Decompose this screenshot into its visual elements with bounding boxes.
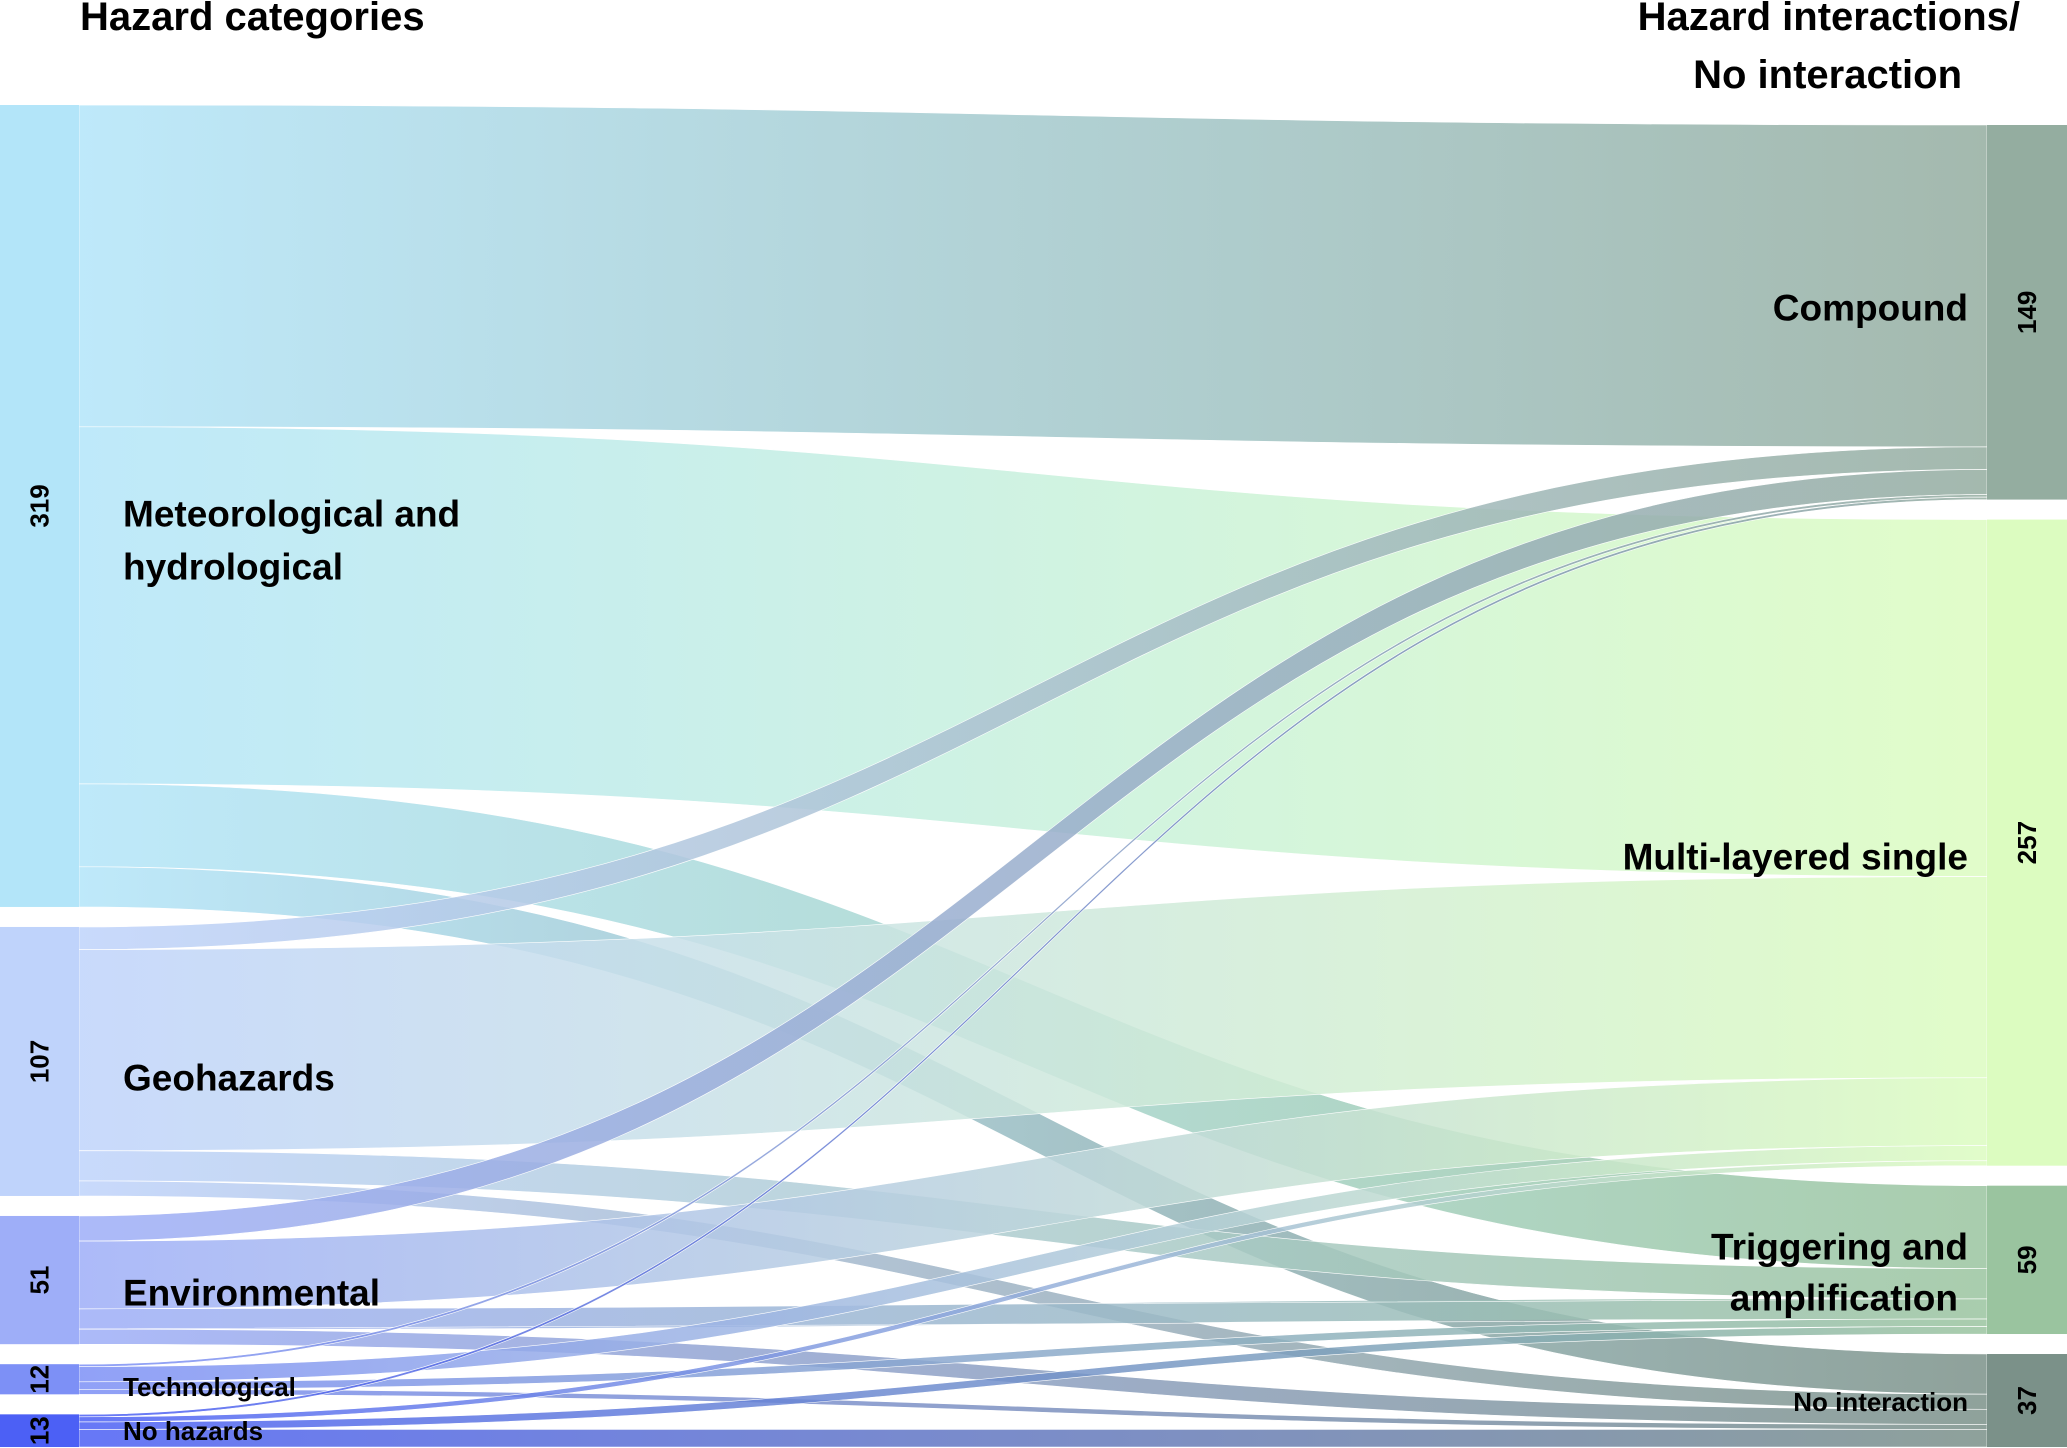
node-value-none: 13 bbox=[25, 1416, 55, 1445]
source-label-none: No hazards bbox=[123, 1416, 263, 1446]
target-label-trig: amplification bbox=[1730, 1278, 1958, 1319]
source-label-tech: Technological bbox=[123, 1372, 296, 1402]
node-value-comp: 149 bbox=[2012, 291, 2042, 334]
source-label-met: Meteorological and bbox=[123, 494, 460, 535]
node-tech bbox=[0, 1364, 79, 1395]
node-value-env: 51 bbox=[25, 1266, 55, 1295]
source-label-geo: Geohazards bbox=[123, 1058, 335, 1099]
node-noint bbox=[1987, 1354, 2067, 1448]
node-env bbox=[0, 1215, 79, 1345]
node-value-geo: 107 bbox=[25, 1040, 55, 1083]
node-multi bbox=[1987, 519, 2067, 1166]
node-value-multi: 257 bbox=[2012, 821, 2042, 864]
node-met bbox=[0, 105, 79, 907]
node-value-tech: 12 bbox=[25, 1365, 55, 1394]
nodes-layer bbox=[0, 105, 2067, 1448]
source-label-env: Environmental bbox=[123, 1273, 380, 1314]
target-label-trig: Triggering and bbox=[1711, 1227, 1968, 1268]
node-geo bbox=[0, 926, 79, 1196]
target-label-comp: Compound bbox=[1773, 288, 1968, 329]
node-value-noint: 37 bbox=[2012, 1386, 2042, 1415]
node-value-met: 319 bbox=[25, 484, 55, 527]
target-label-noint: No interaction bbox=[1793, 1387, 1968, 1417]
node-none bbox=[0, 1414, 79, 1448]
target-label-multi: Multi-layered single bbox=[1623, 837, 1968, 878]
node-value-trig: 59 bbox=[2012, 1245, 2042, 1274]
node-comp bbox=[1987, 125, 2067, 500]
link-met-to-comp bbox=[78, 104, 1988, 448]
right-title-line-2: No interaction bbox=[1693, 53, 1962, 97]
labels-layer: Hazard categories Hazard interactions/ N… bbox=[25, 0, 2043, 1446]
links-layer bbox=[78, 104, 1988, 1448]
link-none-to-noint bbox=[78, 1429, 1988, 1448]
left-title: Hazard categories bbox=[80, 0, 425, 39]
right-title-line-1: Hazard interactions/ bbox=[1638, 0, 2020, 39]
source-label-met: hydrological bbox=[123, 547, 343, 588]
node-trig bbox=[1987, 1185, 2067, 1335]
